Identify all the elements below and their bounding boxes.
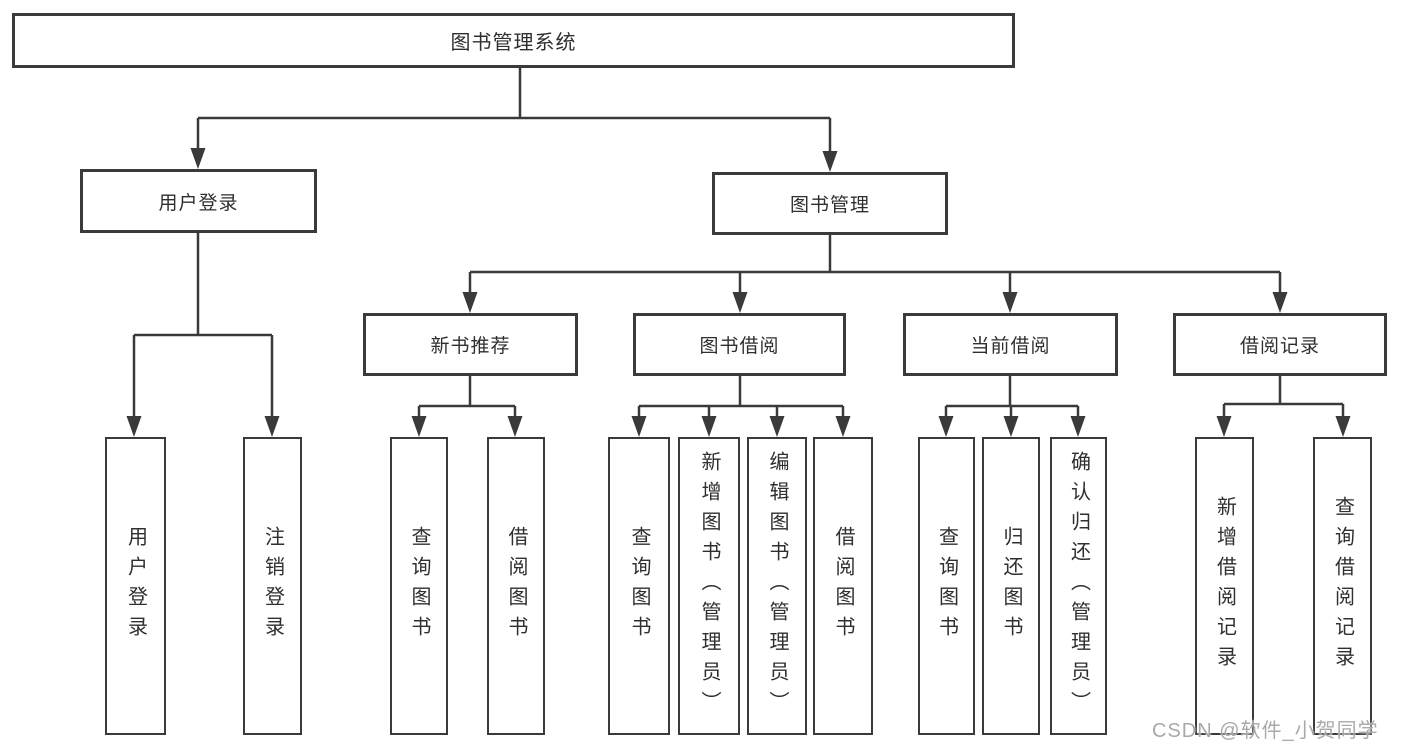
node-label: 当前借阅 xyxy=(970,336,1051,357)
leaf-add-books-admin: 新增图书（管理员） xyxy=(678,437,740,735)
connector-current-borrow-leaves xyxy=(944,376,1080,419)
leaf-query-books-recommend: 查询图书 xyxy=(390,437,448,735)
leaf-label: 注销登录 xyxy=(261,526,284,646)
node-label: 图书管理 xyxy=(789,195,870,216)
leaf-query-books-borrow: 查询图书 xyxy=(608,437,670,735)
leaf-user-login: 用户登录 xyxy=(105,437,166,735)
connector-root-level2 xyxy=(196,68,832,155)
node-borrow-records: 借阅记录 xyxy=(1173,313,1387,376)
leaf-label: 查询图书 xyxy=(628,526,650,646)
connector-borrow-records-leaves xyxy=(1222,376,1345,419)
node-label: 用户登录 xyxy=(158,192,239,214)
leaf-edit-books-admin: 编辑图书（管理员） xyxy=(747,437,807,735)
leaf-return-books: 归还图书 xyxy=(982,437,1040,735)
node-label: 新书推荐 xyxy=(430,336,511,357)
leaf-label: 查询图书 xyxy=(408,526,430,646)
leaf-label: 借阅图书 xyxy=(505,526,527,646)
leaf-add-borrow-record: 新增借阅记录 xyxy=(1195,437,1254,735)
leaf-query-books-current: 查询图书 xyxy=(918,437,975,735)
csdn-watermark: CSDN @软件_小贺同学 xyxy=(1152,720,1379,742)
leaf-label: 新增图书（管理员） xyxy=(698,451,720,721)
leaf-label: 借阅图书 xyxy=(832,526,854,646)
leaf-label: 用户登录 xyxy=(124,526,147,646)
leaf-borrow-books: 借阅图书 xyxy=(813,437,873,735)
leaf-label: 归还图书 xyxy=(1000,526,1022,646)
node-book-management: 图书管理 xyxy=(712,172,948,235)
leaf-label: 查询图书 xyxy=(935,526,958,646)
node-label: 图书借阅 xyxy=(699,336,780,357)
node-label: 图书管理系统 xyxy=(450,32,577,54)
connector-new-book-recommend-leaves xyxy=(417,376,517,419)
leaf-label: 新增借阅记录 xyxy=(1213,496,1236,676)
node-new-book-recommend: 新书推荐 xyxy=(363,313,578,376)
connector-user-login-leaves xyxy=(132,233,274,419)
leaf-confirm-return-admin: 确认归还（管理员） xyxy=(1050,437,1107,735)
leaf-label: 编辑图书（管理员） xyxy=(766,451,788,721)
leaf-query-borrow-record: 查询借阅记录 xyxy=(1313,437,1372,735)
leaf-logout: 注销登录 xyxy=(243,437,302,735)
leaf-label: 确认归还（管理员） xyxy=(1067,451,1090,721)
node-label: 借阅记录 xyxy=(1239,336,1320,357)
leaf-borrow-books-recommend: 借阅图书 xyxy=(487,437,545,735)
node-current-borrow: 当前借阅 xyxy=(903,313,1118,376)
node-book-borrow: 图书借阅 xyxy=(633,313,846,376)
connector-book-borrow-leaves xyxy=(637,376,845,419)
leaf-label: 查询借阅记录 xyxy=(1331,496,1354,676)
node-library-management-system: 图书管理系统 xyxy=(12,13,1015,68)
connector-book-management-level3 xyxy=(468,235,1282,295)
node-user-login: 用户登录 xyxy=(80,169,317,233)
